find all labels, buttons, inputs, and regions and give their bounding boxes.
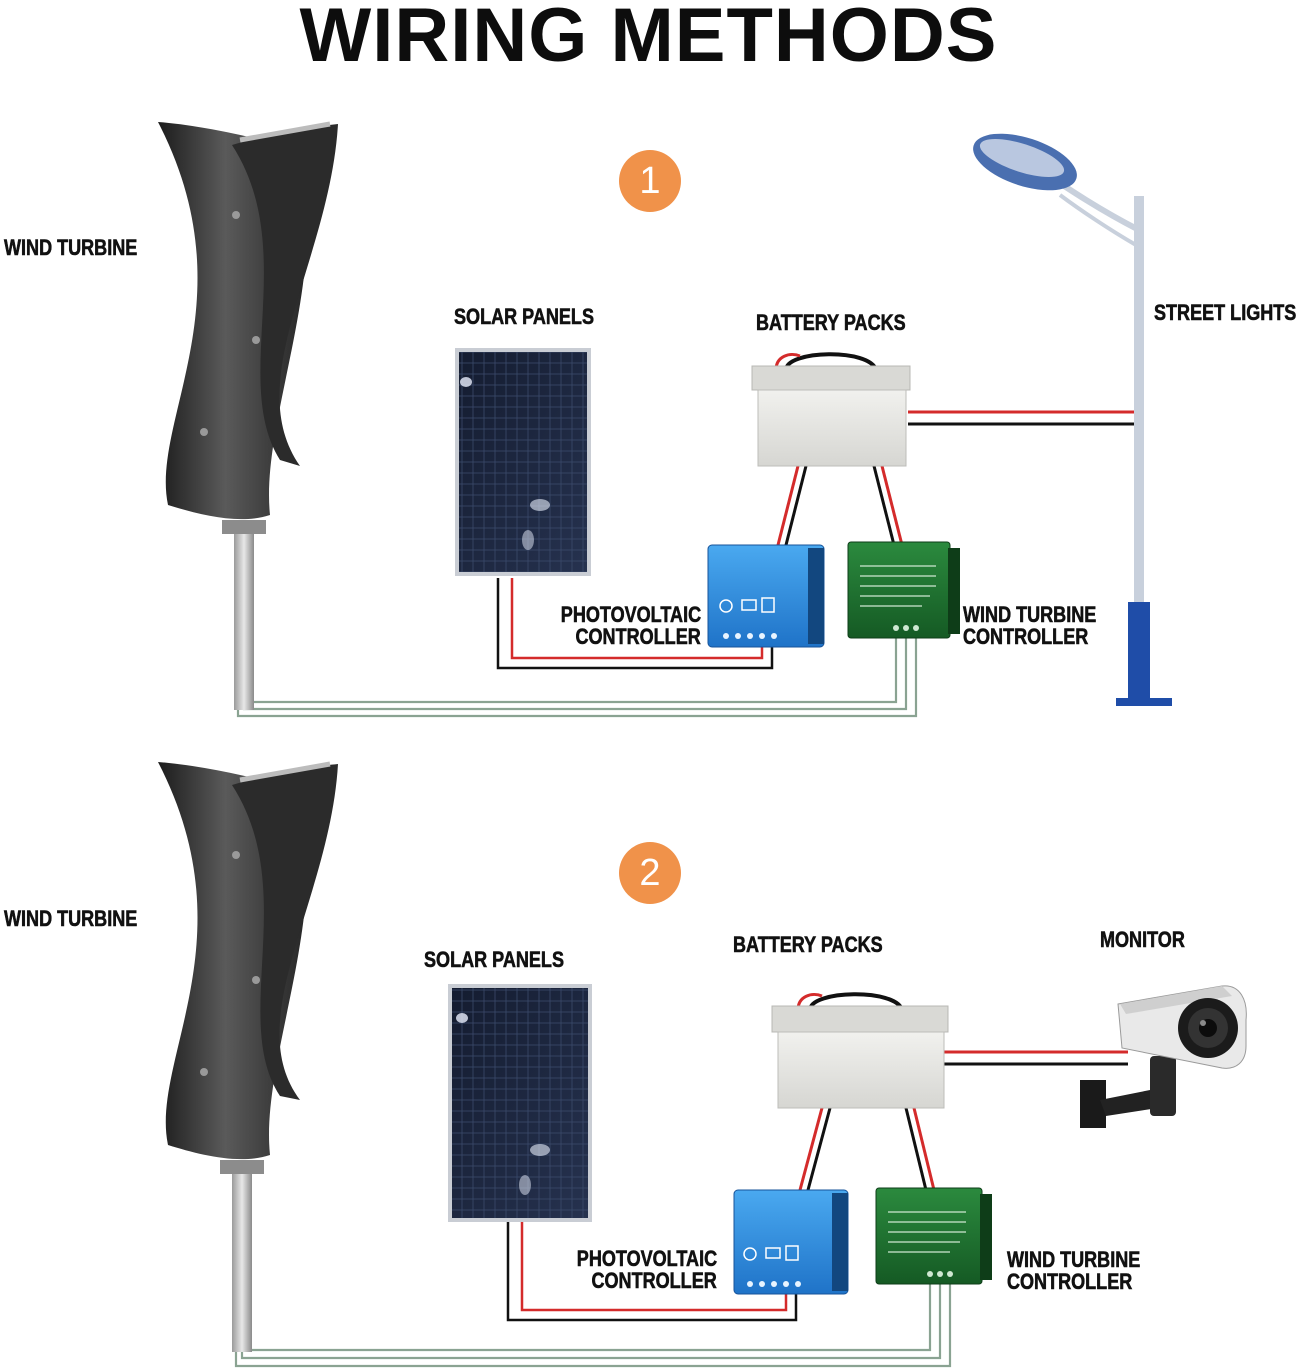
diagram-1 — [158, 121, 1172, 718]
diagram-2 — [158, 761, 1247, 1368]
battery-wires-1 — [776, 465, 904, 546]
street-light-icon — [973, 133, 1172, 706]
pv-controller-label-line1: PHOTOVOLTAIC — [560, 602, 701, 627]
solar-panels-label: SOLAR PANELS — [454, 304, 594, 329]
page-title: WIRING METHODS — [299, 0, 998, 78]
wind-turbine-label: WIND TURBINE — [4, 235, 138, 260]
solar-wires-2 — [506, 1222, 798, 1322]
solar-panel-icon — [448, 984, 592, 1222]
battery-packs-label: BATTERY PACKS — [756, 310, 906, 335]
step-badge-2: 2 — [619, 842, 681, 904]
wt-controller-label-line1: WIND TURBINE — [963, 602, 1097, 627]
pv-controller-icon — [707, 544, 825, 648]
security-camera-icon — [1080, 985, 1247, 1128]
step-badge-1: 1 — [619, 150, 681, 212]
wind-turbine-icon — [158, 761, 338, 1352]
wind-turbine-label: WIND TURBINE — [4, 906, 138, 931]
wind-turbine-icon — [158, 121, 338, 710]
battery-pack-icon — [751, 352, 911, 467]
wt-controller-label-line2: CONTROLLER — [963, 624, 1089, 649]
solar-panel-icon — [455, 348, 591, 576]
wt-controller-label-line1: WIND TURBINE — [1007, 1247, 1141, 1272]
pv-controller-icon — [733, 1189, 849, 1295]
wt-controller-label-line2: CONTROLLER — [1007, 1269, 1133, 1294]
pv-controller-label-line1: PHOTOVOLTAIC — [576, 1246, 717, 1271]
load-wires-1 — [908, 410, 1138, 426]
pv-controller-label-line2: CONTROLLER — [591, 1268, 717, 1293]
wt-controller-icon — [875, 1187, 992, 1285]
load-wires-2 — [944, 1050, 1128, 1066]
monitor-label: MONITOR — [1100, 927, 1185, 952]
solar-panels-label: SOLAR PANELS — [424, 947, 564, 972]
battery-pack-icon — [771, 992, 949, 1109]
wt-controller-icon — [847, 541, 960, 639]
pv-controller-label-line2: CONTROLLER — [575, 624, 701, 649]
battery-packs-label: BATTERY PACKS — [733, 932, 883, 957]
battery-wires-2 — [798, 1107, 936, 1191]
street-lights-label: STREET LIGHTS — [1154, 300, 1297, 325]
solar-wires-1 — [496, 578, 774, 670]
